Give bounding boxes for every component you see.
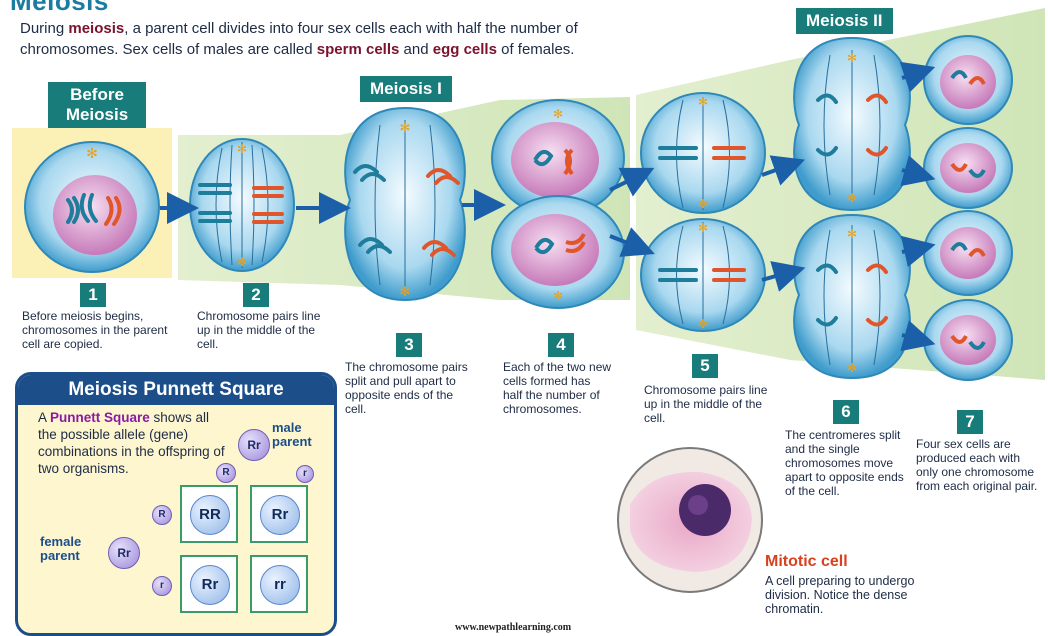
sex-cell-3 bbox=[924, 211, 1012, 295]
stage-before-line2: Meiosis bbox=[66, 105, 128, 124]
step-7-caption: Four sex cells are produced each with on… bbox=[916, 437, 1041, 493]
step-3-number: 3 bbox=[396, 333, 422, 357]
term-punnett-square: Punnett Square bbox=[50, 410, 150, 425]
sperm-allele-r: r bbox=[296, 465, 314, 483]
cell-pairs-split: ✻ ✻ bbox=[345, 108, 465, 300]
step-2-caption: Chromosome pairs line up in the middle o… bbox=[197, 309, 322, 351]
mitotic-cell-micrograph bbox=[618, 448, 762, 592]
step-6-caption: The centromeres split and the single chr… bbox=[785, 428, 910, 498]
sex-cell-4 bbox=[924, 300, 1012, 380]
mitotic-cell-caption: A cell preparing to undergo division. No… bbox=[765, 574, 955, 616]
dividing-cell-top: ✻ ✻ bbox=[794, 38, 910, 210]
step-3-caption: The chromosome pairs split and pull apar… bbox=[345, 360, 470, 416]
svg-text:✻: ✻ bbox=[847, 191, 857, 205]
cell-pairs-aligned: ✻ ✻ bbox=[190, 139, 294, 271]
svg-text:✻: ✻ bbox=[698, 95, 708, 109]
step-4-number: 4 bbox=[548, 333, 574, 357]
step-5-number: 5 bbox=[692, 354, 718, 378]
svg-text:✻: ✻ bbox=[698, 317, 708, 331]
mitotic-cell-title: Mitotic cell bbox=[765, 553, 848, 571]
punnett-cell-RR: RR bbox=[180, 485, 238, 543]
sex-cell-1 bbox=[924, 36, 1012, 124]
svg-text:✻: ✻ bbox=[847, 51, 857, 65]
punnett-cell-Rr-bottom: Rr bbox=[180, 555, 238, 613]
step-6-number: 6 bbox=[833, 400, 859, 424]
male-parent-label: male parent bbox=[272, 421, 328, 449]
punnett-description: A Punnett Square shows all the possible … bbox=[38, 409, 228, 477]
punnett-cell-rr-value: rr bbox=[260, 565, 300, 605]
step-7-number: 7 bbox=[957, 410, 983, 434]
svg-text:✻: ✻ bbox=[847, 361, 857, 375]
punnett-title: Meiosis Punnett Square bbox=[18, 375, 334, 405]
punnett-cell-Rr-top-value: Rr bbox=[260, 495, 300, 535]
punnett-cell-RR-value: RR bbox=[190, 495, 230, 535]
daughter-cell-bottom: ✻ bbox=[492, 196, 624, 308]
punnett-square-panel: Meiosis Punnett Square A Punnett Square … bbox=[15, 372, 337, 636]
svg-text:✻: ✻ bbox=[698, 221, 708, 235]
step-2-number: 2 bbox=[243, 283, 269, 307]
svg-text:✻: ✻ bbox=[847, 227, 857, 241]
stage-before-line1: Before bbox=[70, 85, 124, 104]
meiosis2-cell-top: ✻ ✻ bbox=[641, 93, 765, 213]
punnett-cell-Rr-top: Rr bbox=[250, 485, 308, 543]
egg-allele-r: r bbox=[152, 576, 172, 596]
stage-before-meiosis: Before Meiosis bbox=[48, 82, 146, 128]
svg-text:✻: ✻ bbox=[698, 197, 708, 211]
svg-text:✻: ✻ bbox=[553, 107, 563, 121]
svg-text:✻: ✻ bbox=[553, 289, 563, 303]
female-parent-allele: Rr bbox=[108, 537, 140, 569]
sex-cell-2 bbox=[924, 128, 1012, 208]
svg-text:✻: ✻ bbox=[400, 284, 411, 299]
female-parent-label: female parent bbox=[40, 535, 100, 563]
egg-allele-R: R bbox=[152, 505, 172, 525]
punnett-cell-Rr-bottom-value: Rr bbox=[190, 565, 230, 605]
meiosis2-cell-bottom: ✻ ✻ bbox=[641, 219, 765, 331]
sperm-allele-R: R bbox=[216, 463, 236, 483]
footer-url[interactable]: www.newpathlearning.com bbox=[455, 622, 571, 633]
step-1-caption: Before meiosis begins, chromosomes in th… bbox=[22, 309, 172, 351]
step-4-caption: Each of the two new cells formed has hal… bbox=[503, 360, 613, 416]
step-5-caption: Chromosome pairs line up in the middle o… bbox=[644, 383, 774, 425]
svg-text:✻: ✻ bbox=[237, 255, 247, 269]
male-parent-allele: Rr bbox=[238, 429, 270, 461]
svg-text:✻: ✻ bbox=[400, 120, 411, 135]
stage-meiosis-1: Meiosis I bbox=[360, 76, 452, 102]
punnett-cell-rr: rr bbox=[250, 555, 308, 613]
svg-text:✻: ✻ bbox=[237, 142, 247, 156]
svg-text:✻: ✻ bbox=[86, 145, 98, 161]
step-1-number: 1 bbox=[80, 283, 106, 307]
dividing-cell-bottom: ✻ ✻ bbox=[794, 215, 910, 378]
punnett-desc-pre: A bbox=[38, 410, 50, 425]
parent-cell: ✻ bbox=[25, 142, 159, 272]
stage-meiosis-2: Meiosis II bbox=[796, 8, 893, 34]
